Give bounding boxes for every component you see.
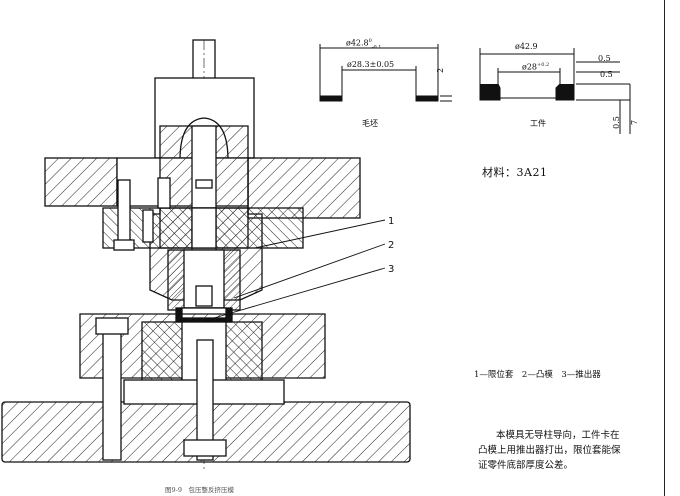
part-dim-inner: ø28+0.2 bbox=[522, 62, 550, 72]
upper-plate-left bbox=[44, 157, 118, 207]
design-note: 本模具无导柱导向，工件卡在 凸模上用推出器打出，限位套能保 证零件底部厚度公差。 bbox=[478, 428, 654, 473]
design-note-line: 凸模上用推出器打出，限位套能保 bbox=[478, 445, 621, 456]
blank-dim-thickness: 2 bbox=[436, 67, 446, 74]
figure-caption: 图9-9 包压整反挤压模 bbox=[165, 486, 234, 494]
callout-2: 2 bbox=[388, 240, 394, 251]
bolt-upper-left bbox=[117, 179, 131, 249]
bolt-upper-inner bbox=[142, 209, 154, 243]
design-note-line: 证零件底部厚度公差。 bbox=[478, 460, 574, 471]
blank-label: 毛坯 bbox=[362, 119, 378, 128]
die-assembly-drawing: 1 2 3 bbox=[1, 39, 411, 470]
material-note: 材料：3A21 bbox=[482, 166, 548, 179]
blank-dim-outer: ø42.80-0.1 bbox=[346, 38, 382, 51]
part-dim-wall-1: 0.5 bbox=[598, 54, 611, 63]
blank-dim-inner: ø28.3±0.05 bbox=[347, 60, 395, 69]
blank-drawing bbox=[319, 44, 452, 102]
ejector-rod bbox=[196, 339, 214, 461]
part-dim-height: 7 bbox=[630, 119, 640, 126]
part-label: 工件 bbox=[530, 119, 546, 128]
part-dim-bottom: 0.5 bbox=[611, 116, 621, 129]
callout-1: 1 bbox=[388, 216, 394, 227]
parts-legend: 1—限位套 2—凸模 3—推出器 bbox=[474, 370, 601, 380]
bolt-lower-left bbox=[102, 319, 122, 461]
part-dim-wall-2: 0.5 bbox=[600, 70, 613, 79]
callout-3: 3 bbox=[388, 264, 394, 275]
design-note-line: 本模具无导柱导向，工件卡在 bbox=[496, 430, 620, 441]
part-drawing bbox=[479, 48, 631, 134]
frame-border bbox=[664, 0, 665, 496]
part-dim-outer: ø42.9 bbox=[515, 42, 538, 51]
